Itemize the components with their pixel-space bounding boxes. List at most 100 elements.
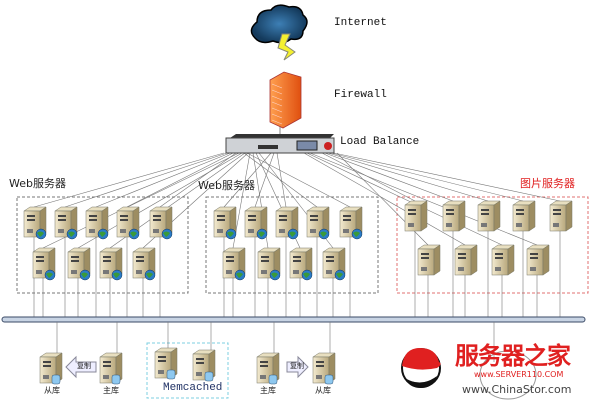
server-front	[491, 248, 509, 276]
globe-land	[68, 231, 75, 237]
server-vent	[530, 267, 536, 271]
server-slot	[316, 361, 324, 363]
server-vent	[153, 229, 159, 233]
image-server	[512, 200, 536, 232]
group-label-image: 图片服务器	[520, 177, 575, 190]
lb-link-line	[33, 152, 225, 208]
lb-link-line	[159, 152, 237, 208]
server-slot	[153, 219, 161, 221]
server-slot	[458, 253, 466, 255]
web-server	[149, 206, 173, 240]
globe-land	[37, 231, 44, 237]
database-icon	[268, 374, 278, 385]
server-slot	[481, 213, 489, 215]
web-server	[23, 206, 47, 240]
server-slot	[260, 361, 268, 363]
server-vent	[103, 270, 109, 274]
watermark-brand: 服务器之家	[455, 342, 571, 370]
firewall-brick	[271, 113, 283, 119]
database-icon	[324, 374, 334, 385]
web-server	[213, 206, 237, 240]
server-vent	[458, 267, 464, 271]
image-server	[477, 200, 501, 232]
firewall-brick	[271, 89, 283, 95]
server-group-box-1	[16, 196, 189, 294]
server-vent	[71, 270, 77, 274]
memcached-server-2	[192, 349, 216, 382]
slave-left-label: 从库	[44, 386, 60, 395]
lb-front	[225, 137, 335, 154]
server-slot	[43, 365, 51, 367]
server-slot	[343, 219, 351, 221]
web-server	[244, 206, 268, 240]
web-server	[132, 247, 156, 281]
image-server	[491, 244, 515, 276]
lb-ports	[258, 145, 278, 149]
redhat-hat	[402, 348, 441, 370]
server-slot	[343, 215, 351, 217]
lb-link-line	[246, 152, 351, 208]
server-slot	[458, 257, 466, 259]
server-slot	[516, 209, 524, 211]
image-server	[454, 244, 478, 276]
firewall-brick	[271, 107, 283, 113]
globe-land	[320, 231, 327, 237]
server-slot	[217, 215, 225, 217]
server-slot	[36, 260, 44, 262]
master-db-server-right	[256, 352, 280, 385]
image-server	[442, 200, 466, 232]
globe-land	[227, 231, 234, 237]
server-vent	[310, 229, 316, 233]
server-slot	[553, 209, 561, 211]
server-side	[458, 200, 466, 232]
web-server	[32, 247, 56, 281]
globe-land	[163, 231, 170, 237]
database-icon	[166, 369, 176, 380]
server-slot	[103, 361, 111, 363]
slave-right-label: 从库	[315, 386, 331, 395]
server-side	[420, 200, 428, 232]
server-slot	[158, 360, 166, 362]
watermark-url1: www.SERVER110.COM	[474, 370, 564, 379]
server-slot	[43, 361, 51, 363]
cloud-icon	[250, 4, 308, 44]
web-server	[322, 247, 346, 281]
master-left-label: 主库	[103, 386, 119, 395]
globe-land	[99, 231, 106, 237]
server-slot	[71, 260, 79, 262]
memcached-label: Memcached	[163, 382, 223, 394]
lb-logo	[324, 142, 332, 150]
firewall-brick	[271, 83, 283, 89]
server-vent	[36, 270, 42, 274]
server-slot	[326, 260, 334, 262]
server-vent	[120, 229, 126, 233]
server-vent	[248, 229, 254, 233]
server-slot	[495, 253, 503, 255]
lightning-icon	[277, 33, 296, 61]
group-label-web-2: Web服务器	[198, 179, 255, 192]
server-front	[417, 248, 435, 276]
server-slot	[58, 219, 66, 221]
server-vent	[446, 223, 452, 227]
server-vent	[89, 229, 95, 233]
slave-db-server-right	[312, 352, 336, 385]
server-vent	[226, 270, 232, 274]
server-side	[507, 244, 515, 276]
server-vent	[553, 223, 559, 227]
server-slot	[310, 215, 318, 217]
redhat-shadow	[405, 376, 437, 388]
server-slot	[446, 209, 454, 211]
lb-link-line	[309, 152, 538, 246]
lb-link-line	[126, 152, 234, 208]
replicate-arrow-right	[286, 355, 309, 379]
lb-link-line	[243, 152, 318, 208]
web-server	[339, 206, 363, 240]
globe-land	[113, 272, 120, 278]
server-slot	[446, 213, 454, 215]
server-slot	[36, 256, 44, 258]
server-side	[565, 200, 573, 232]
server-slot	[530, 257, 538, 259]
lb-top	[230, 134, 334, 138]
server-vent	[481, 223, 487, 227]
globe-land	[289, 231, 296, 237]
